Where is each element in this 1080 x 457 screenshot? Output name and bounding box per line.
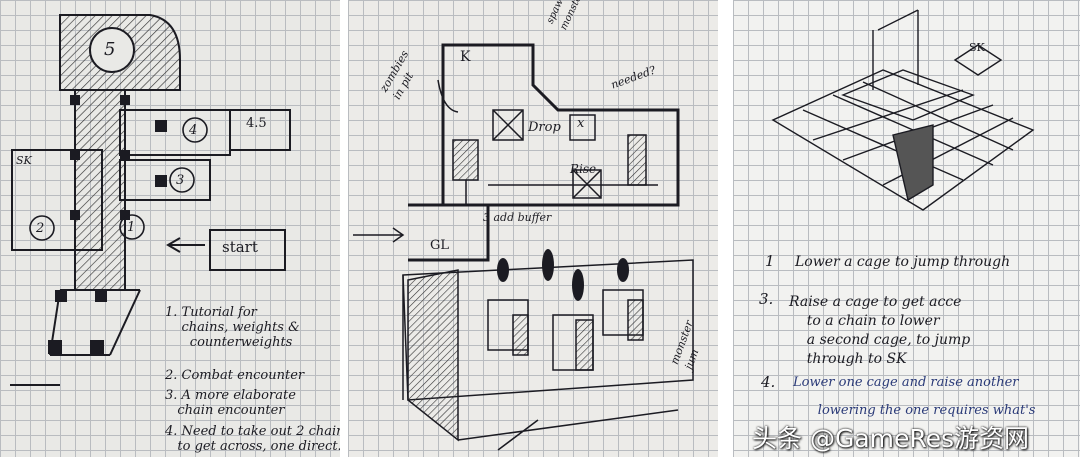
watermark: 头条 @GameRes游资网	[752, 424, 1030, 453]
level-map-sketch	[10, 14, 291, 386]
label-rise: Rise	[570, 162, 597, 176]
label-k: K	[460, 49, 471, 65]
room-label-2: 2	[36, 221, 45, 236]
note-3: 3. A more elaborate chain encounter	[165, 388, 296, 418]
label-drop: Drop	[528, 120, 561, 135]
note-4-number: 4.	[761, 373, 776, 391]
room-label-start: start	[222, 238, 258, 256]
label-gl: GL	[430, 238, 450, 253]
note-4: 4. Need to take out 2 chains to get acro…	[165, 424, 340, 454]
cage-perspective-sketch	[771, 9, 1035, 211]
note-1-number: 1	[765, 252, 775, 270]
label-x: x	[577, 116, 585, 131]
note-1-text: Lower a cage to jump through	[795, 254, 1011, 270]
note-1: 1. Tutorial for chains, weights & counte…	[165, 305, 300, 350]
room-label-sk: SK	[16, 154, 32, 167]
label-sk: SK	[969, 41, 985, 54]
note-3-text: Raise a cage to get acce to a chain to l…	[789, 294, 971, 367]
room-plan-sketch	[353, 43, 694, 451]
sketch-panel-cage-notes: SK 1 Lower a cage to jump through 3. Rai…	[733, 0, 1080, 457]
label-add-buffer: 3 add buffer	[483, 211, 552, 224]
note-4-text: Lower one cage and raise another lowerin…	[793, 375, 1036, 418]
room-label-4: 4	[189, 123, 198, 138]
room-label-5: 5	[104, 39, 116, 60]
sketch-panel-room-plan: K zombies in pit spawn resistant monster…	[348, 0, 718, 457]
room-label-4-5: 4.5	[246, 116, 267, 131]
room-label-3: 3	[176, 173, 185, 188]
sketch-panel-level-layout: 5 4 4.5 3 SK 2 1 start 1. Tutorial for c…	[0, 0, 340, 457]
room-label-1: 1	[127, 220, 136, 235]
note-2: 2. Combat encounter	[165, 368, 305, 383]
note-3-number: 3.	[759, 290, 774, 308]
